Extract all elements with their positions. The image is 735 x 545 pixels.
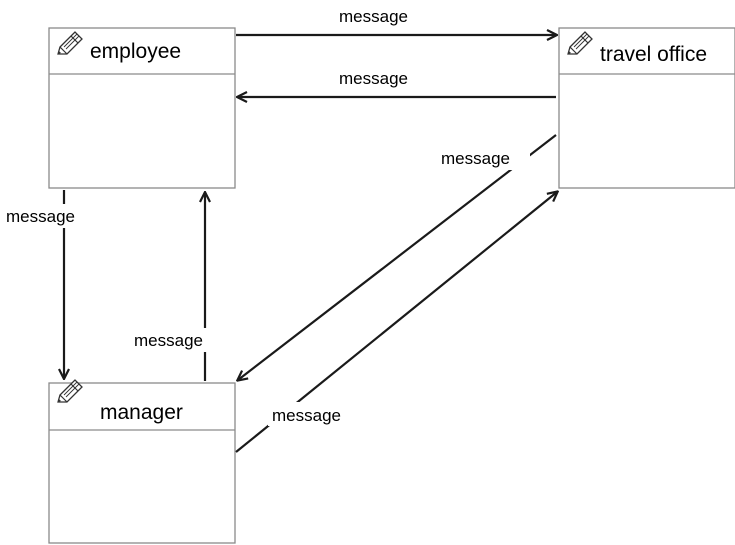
- message-label-background: [440, 146, 530, 170]
- message-manager-to-employee[interactable]: message: [132, 193, 222, 381]
- message-label: message: [6, 207, 75, 226]
- travel-office-box[interactable]: travel office: [558, 27, 735, 189]
- message-label: message: [134, 331, 203, 350]
- employee-box-frame: [48, 27, 236, 189]
- message-label-background: [4, 204, 94, 228]
- manager-box[interactable]: manager: [48, 379, 236, 544]
- message-travel-office-to-employee[interactable]: message: [238, 69, 556, 97]
- manager-box-frame: [48, 382, 236, 544]
- message-label-background: [132, 328, 222, 352]
- message-label: message: [339, 7, 408, 26]
- travel-office-box-frame: [558, 27, 735, 189]
- travel-office-box-title: travel office: [600, 43, 707, 66]
- message-arrow: [238, 134, 557, 380]
- message-travel-office-to-manager[interactable]: message: [238, 134, 557, 380]
- message-manager-to-travel-office[interactable]: message: [235, 192, 557, 453]
- message-employee-to-manager[interactable]: message: [4, 190, 94, 378]
- employee-box[interactable]: employee: [48, 27, 236, 189]
- message-label: message: [441, 149, 510, 168]
- message-label: message: [339, 69, 408, 88]
- manager-box-title: manager: [100, 401, 183, 424]
- message-label: message: [272, 406, 341, 425]
- message-employee-to-travel-office[interactable]: message: [236, 7, 556, 35]
- employee-box-title: employee: [90, 40, 181, 63]
- message-label-background: [268, 402, 360, 426]
